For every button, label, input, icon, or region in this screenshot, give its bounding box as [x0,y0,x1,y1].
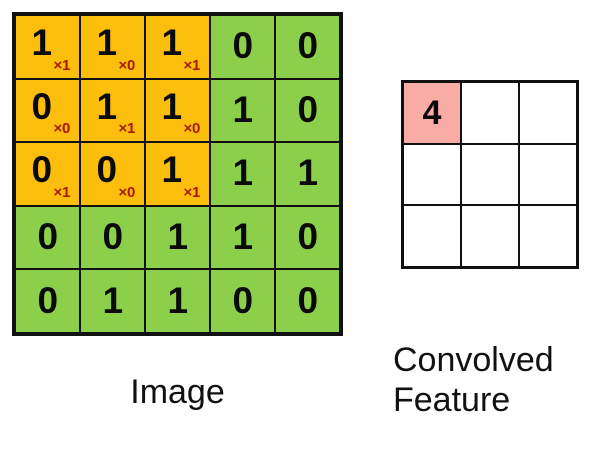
image-cell-r1c3: 1×1 [145,15,210,79]
image-cell-r2c1: 0×0 [15,78,80,143]
feature-cell-r2c2 [461,143,519,206]
image-cell-r2c5: 0 [275,78,340,143]
image-cell-r1c4: 0 [210,15,275,79]
image-cell-r3c5: 1 [275,142,340,206]
image-cell-value: 1 [232,88,253,130]
feature-cell-r1c2 [461,82,519,144]
image-cell-value: 0 [31,149,52,191]
image-cell-value: 1 [232,152,253,194]
image-cell-r3c4: 1 [210,142,275,206]
image-cell-value: 1 [297,152,318,194]
image-cell-r5c1: 0 [15,269,80,333]
image-cell-r3c2: 0×0 [80,142,145,206]
image-cell-kernel-weight: ×1 [183,183,200,201]
image-cell-r4c2: 0 [80,205,145,270]
image-cell-value: 1 [161,22,182,64]
image-cell-value: 1 [161,149,182,191]
image-cell-value: 0 [297,216,318,258]
image-cell-r2c3: 1×0 [145,78,210,143]
image-cell-kernel-weight: ×0 [183,120,200,138]
image-cell-kernel-weight: ×0 [118,183,135,201]
convolved-feature-matrix: 4 [401,80,579,269]
image-cell-r3c1: 0×1 [15,142,80,206]
image-cell-value: 0 [232,25,253,67]
image-cell-kernel-weight: ×1 [183,56,200,74]
image-cell-value: 0 [297,279,318,321]
image-cell-r5c2: 1 [80,269,145,333]
image-cell-value: 0 [297,88,318,130]
image-cell-kernel-weight: ×1 [118,120,135,138]
image-cell-value: 1 [167,279,188,321]
feature-cell-r2c3 [519,143,577,206]
image-caption-label: Image [130,373,225,411]
image-cell-kernel-weight: ×0 [53,120,70,138]
image-cell-value: 0 [96,149,117,191]
image-cell-value: 1 [96,22,117,64]
feature-cell-r1c3 [519,82,577,144]
image-cell-value: 1 [102,279,123,321]
image-cell-value: 1 [167,216,188,258]
image-cell-r4c5: 0 [275,205,340,270]
image-cell-value: 0 [37,216,58,258]
image-cell-kernel-weight: ×1 [53,183,70,201]
image-cell-r2c4: 1 [210,78,275,143]
image-cell-r1c2: 1×0 [80,15,145,79]
feature-cell-r3c1 [403,205,461,267]
image-cell-r4c4: 1 [210,205,275,270]
image-cell-value: 0 [37,279,58,321]
image-cell-r4c3: 1 [145,205,210,270]
image-cell-kernel-weight: ×1 [53,56,70,74]
image-cell-r5c3: 1 [145,269,210,333]
image-cell-r1c1: 1×1 [15,15,80,79]
image-cell-value: 0 [232,279,253,321]
feature-cell-r3c3 [519,205,577,267]
convolved-feature-caption-label: Convolved Feature [393,341,554,420]
image-cell-value: 1 [232,216,253,258]
image-cell-r5c4: 0 [210,269,275,333]
image-cell-value: 1 [161,85,182,127]
image-cell-r2c2: 1×1 [80,78,145,143]
image-cell-value: 1 [31,22,52,64]
image-cell-kernel-weight: ×0 [118,56,135,74]
image-cell-value: 1 [96,85,117,127]
image-cell-r1c5: 0 [275,15,340,79]
image-cell-r5c5: 0 [275,269,340,333]
image-cell-value: 0 [31,85,52,127]
image-cell-r3c3: 1×1 [145,142,210,206]
feature-cell-r2c1 [403,143,461,206]
image-cell-value: 0 [297,25,318,67]
image-cell-value: 0 [102,216,123,258]
feature-cell-value: 4 [422,93,442,132]
feature-cell-r3c2 [461,205,519,267]
image-cell-r4c1: 0 [15,205,80,270]
feature-cell-r1c1: 4 [403,82,461,144]
